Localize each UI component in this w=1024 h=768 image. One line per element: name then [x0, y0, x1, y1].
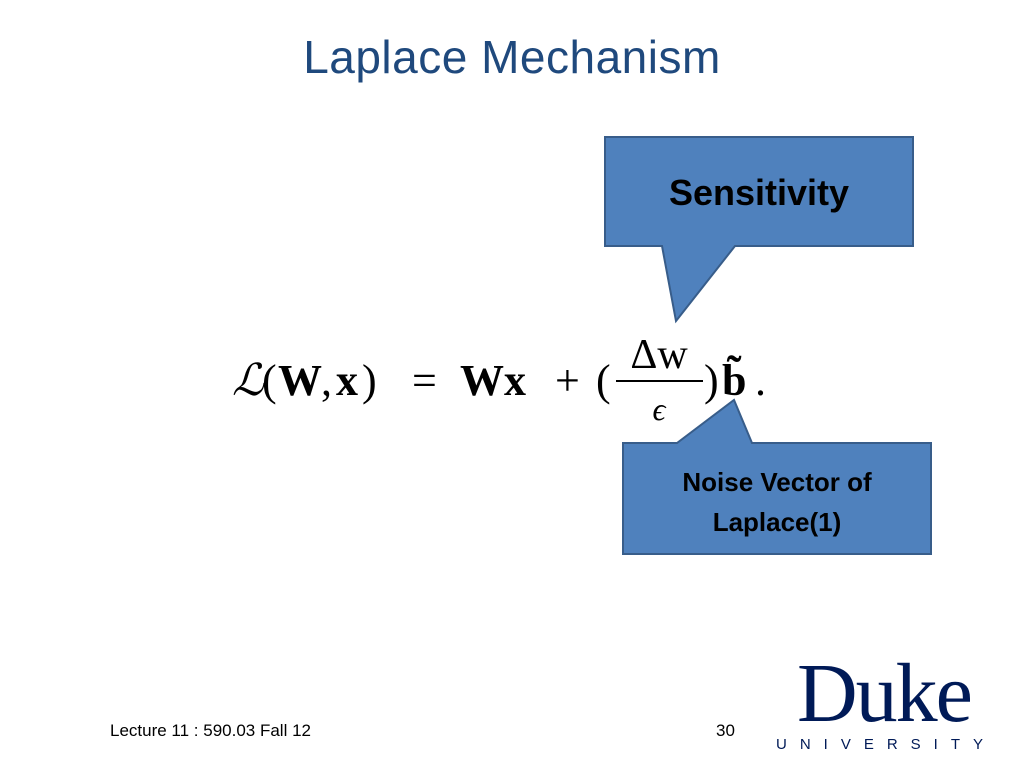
logo-subtitle: UNIVERSITY [775, 736, 996, 753]
footer-lecture: Lecture 11 : 590.03 Fall 12 [110, 721, 311, 740]
page-number: 30 [716, 721, 735, 740]
formula-equals: = [412, 356, 437, 405]
formula-frac-close: ) [704, 356, 719, 405]
formula-numerator: Δw [630, 332, 688, 378]
formula-denominator: ϵ [653, 391, 667, 427]
sensitivity-callout-shape [604, 136, 914, 324]
duke-university-logo: Duke UNIVERSITY [768, 652, 1000, 758]
formula-x: x [336, 356, 358, 405]
formula-close-paren: ) [362, 356, 377, 405]
formula-w: W [278, 356, 322, 405]
noise-label-line1: Noise Vector of [682, 467, 872, 497]
formula-wx: Wx [460, 356, 526, 405]
formula-comma: , [321, 356, 332, 405]
formula-b-tilde: b̃ [722, 355, 746, 405]
formula-period: . [755, 356, 766, 405]
noise-callout-shape [622, 398, 932, 555]
sensitivity-label: Sensitivity [669, 172, 849, 213]
noise-callout: Noise Vector of Laplace(1) [622, 398, 932, 555]
formula-open-paren: ( [262, 356, 277, 405]
formula-frac-open: ( [596, 356, 611, 405]
laplace-formula: ℒ ( W , x ) = Wx + ( Δw ϵ ) b̃ . [232, 332, 766, 427]
logo-wordmark: Duke [797, 647, 973, 740]
sensitivity-callout: Sensitivity [604, 136, 914, 324]
formula-script-l: ℒ [232, 356, 265, 405]
noise-label-line2: Laplace(1) [713, 507, 842, 537]
formula-plus: + [555, 356, 580, 405]
slide-title: Laplace Mechanism [303, 31, 721, 83]
